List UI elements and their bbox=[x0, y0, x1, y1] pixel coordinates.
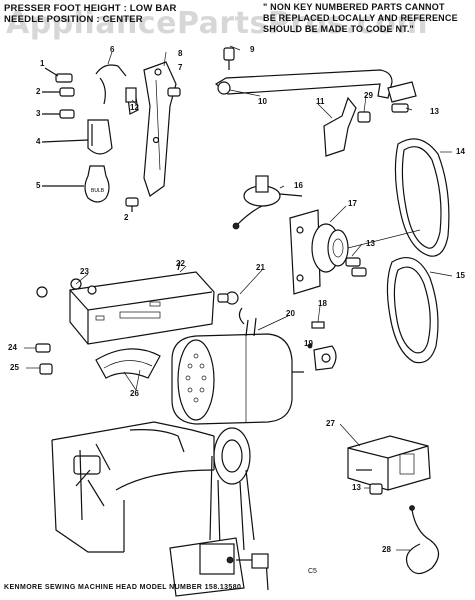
page-mark: C5 bbox=[308, 568, 317, 575]
light-bulb-19 bbox=[307, 343, 337, 371]
needle-bar-screw-8 bbox=[167, 87, 181, 97]
speed-control-16 bbox=[232, 175, 303, 230]
callout-24: 24 bbox=[8, 343, 17, 352]
callout-18: 18 bbox=[318, 299, 327, 308]
belt-guard-26 bbox=[95, 348, 161, 379]
callout-15: 15 bbox=[456, 271, 465, 280]
callout-3: 3 bbox=[36, 109, 41, 118]
needle-position-note: NEEDLE POSITION : CENTER bbox=[4, 14, 143, 25]
callout-10: 10 bbox=[258, 97, 267, 106]
screw-24 bbox=[35, 343, 51, 353]
motor-belt-15 bbox=[386, 257, 439, 364]
callout-23: 23 bbox=[80, 267, 89, 276]
drive-belt-14 bbox=[394, 138, 450, 257]
motor-20 bbox=[171, 307, 304, 425]
screw-13-lower bbox=[369, 483, 383, 495]
callout-6: 6 bbox=[110, 45, 115, 54]
model-number-footer: KENMORE SEWING MACHINE HEAD MODEL NUMBER… bbox=[4, 584, 242, 591]
callout-9: 9 bbox=[250, 45, 255, 54]
machine-head-body bbox=[51, 421, 269, 591]
non-key-note-line2: BE REPLACED LOCALLY AND REFERENCE bbox=[263, 13, 458, 23]
lower-motor bbox=[169, 537, 269, 597]
cord-28 bbox=[405, 505, 440, 575]
callout-4: 4 bbox=[36, 137, 41, 146]
plate-12-right bbox=[387, 81, 417, 103]
presser-foot-part-4 bbox=[41, 119, 113, 155]
callout-5: 5 bbox=[36, 181, 41, 190]
callout-2-lower: 2 bbox=[124, 213, 129, 222]
light-socket-18 bbox=[311, 321, 325, 329]
presser-foot-note: PRESSER FOOT HEIGHT : LOW BAR bbox=[4, 3, 177, 14]
callout-12: 12 bbox=[130, 103, 139, 112]
screws-13-mid bbox=[345, 257, 367, 277]
callout-20: 20 bbox=[286, 309, 295, 318]
screw-25 bbox=[39, 363, 53, 375]
needle-clamp-screw-1 bbox=[44, 67, 73, 83]
callout-7: 7 bbox=[178, 63, 183, 72]
feed-drive-shaft-10 bbox=[214, 69, 393, 99]
callout-29: 29 bbox=[364, 91, 373, 100]
motor-bracket-22 bbox=[69, 261, 215, 345]
presser-foot-screw-3 bbox=[42, 109, 75, 119]
screw-2-lower bbox=[125, 197, 139, 212]
callout-27: 27 bbox=[326, 419, 335, 428]
svg-text:BULB: BULB bbox=[91, 188, 105, 194]
callout-8: 8 bbox=[178, 49, 183, 58]
screw-29 bbox=[357, 111, 371, 123]
callout-25: 25 bbox=[10, 363, 19, 372]
screw-13-top bbox=[391, 103, 409, 113]
light-bulb-5: BULB bbox=[42, 165, 110, 203]
handwheel-assembly bbox=[209, 427, 255, 551]
callout-26: 26 bbox=[130, 389, 139, 398]
leader-lines bbox=[24, 45, 453, 551]
callout-16: 16 bbox=[294, 181, 303, 190]
needle-clamp-screw-2 bbox=[42, 87, 75, 97]
nut-21 bbox=[217, 291, 239, 305]
callout-13: 13 bbox=[430, 107, 439, 116]
callout-2: 2 bbox=[36, 87, 41, 96]
callout-13-mid: 13 bbox=[366, 239, 375, 248]
callout-13-lower: 13 bbox=[352, 483, 361, 492]
callout-28: 28 bbox=[382, 545, 391, 554]
callout-22: 22 bbox=[176, 259, 185, 268]
needle-bar-7 bbox=[143, 61, 177, 197]
callout-11: 11 bbox=[316, 97, 325, 106]
callout-17: 17 bbox=[348, 199, 357, 208]
needle-clamp-12 bbox=[125, 87, 137, 103]
non-key-note-line3: SHOULD BE MADE TO CODE NT." bbox=[263, 24, 415, 34]
screws-23 bbox=[36, 278, 97, 298]
bracket-11 bbox=[323, 96, 357, 157]
callout-21: 21 bbox=[256, 263, 265, 272]
set-screw-9 bbox=[223, 47, 235, 70]
motor-17 bbox=[289, 209, 421, 295]
non-key-note-line1: " NON KEY NUMBERED PARTS CANNOT bbox=[263, 2, 445, 12]
callout-1: 1 bbox=[40, 59, 45, 68]
callout-19: 19 bbox=[304, 339, 313, 348]
watermark: AppliancePartsPros.com bbox=[6, 6, 429, 41]
switch-housing-27 bbox=[347, 435, 431, 491]
callout-14: 14 bbox=[456, 147, 465, 156]
